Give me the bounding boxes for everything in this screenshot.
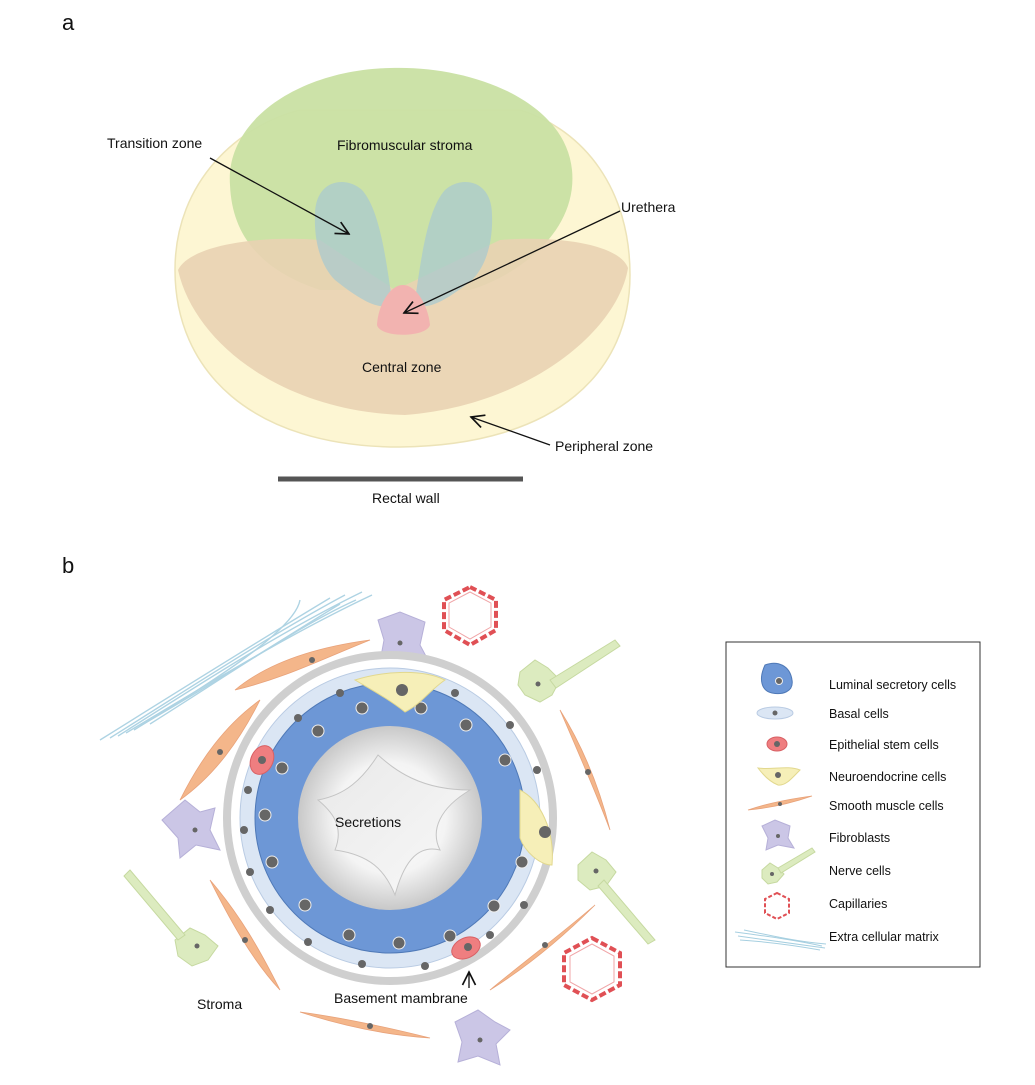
neuroendocrine-nucleus-top (396, 684, 408, 696)
fibroblast-nuclei (192, 640, 483, 1043)
legend: Luminal secretory cells Basal cells Epit… (725, 641, 981, 968)
secretions-label: Secretions (335, 814, 401, 830)
legend-label-8: Extra cellular matrix (829, 930, 939, 944)
peripheral-zone-label: Peripheral zone (555, 438, 653, 454)
legend-label-0: Luminal secretory cells (829, 678, 956, 692)
rectal-wall-label: Rectal wall (372, 490, 440, 506)
peripheral-zone-arrow (471, 417, 551, 446)
neuroendocrine-cell-icon (756, 767, 801, 786)
urethera-arrow (404, 210, 621, 313)
extracellular-matrix (99, 591, 373, 741)
nerve-nuclei (194, 681, 599, 949)
secretions-shape (316, 754, 472, 897)
basal-cell-icon (756, 706, 794, 720)
basement-membrane-label: Basement mambrane (334, 990, 468, 1006)
panel-a-letter: a (62, 10, 75, 35)
capillary-top (442, 584, 498, 648)
panel-a: a Fibromuscular stroma Transition zone U… (62, 10, 676, 506)
urethera-label: Urethera (621, 199, 676, 215)
smooth-muscle-cell-icon (747, 795, 813, 811)
fibroblasts (161, 611, 511, 1066)
nerve-cell-icon (761, 847, 816, 885)
fibroblast-icon (761, 819, 796, 851)
stem-nucleus-left (258, 756, 266, 764)
legend-label-3: Neuroendocrine cells (829, 770, 946, 784)
transition-zone-label: Transition zone (107, 135, 202, 151)
neuroendocrine-nucleus-right (539, 826, 551, 838)
neuroendocrine-cell-right (519, 789, 553, 866)
transition-zone-right-lobe (415, 182, 493, 307)
legend-label-7: Capillaries (829, 897, 887, 911)
stroma-label: Stroma (197, 996, 242, 1012)
capillary-icon (764, 891, 790, 921)
legend-label-1: Basal cells (829, 707, 889, 721)
transition-zone-left-lobe (314, 182, 392, 307)
capillary-right (562, 935, 622, 1003)
legend-label-6: Nerve cells (829, 864, 891, 878)
legend-label-4: Smooth muscle cells (829, 799, 944, 813)
legend-label-2: Epithelial stem cells (829, 738, 939, 752)
smooth-muscle-nuclei (217, 657, 591, 1029)
extracellular-matrix-icon (734, 929, 827, 951)
stem-nucleus-bottom (464, 943, 472, 951)
epithelial-stem-cell-icon (766, 736, 788, 752)
central-zone-label: Central zone (362, 359, 442, 375)
basal-cell-nuclei (240, 689, 541, 970)
panel-b: b (62, 553, 981, 1066)
luminal-secretory-cell-icon (761, 662, 793, 695)
transition-zone-arrow (209, 157, 349, 234)
legend-label-5: Fibroblasts (829, 831, 890, 845)
panel-b-letter: b (62, 553, 74, 578)
fibromuscular-stroma-label: Fibromuscular stroma (337, 137, 473, 153)
